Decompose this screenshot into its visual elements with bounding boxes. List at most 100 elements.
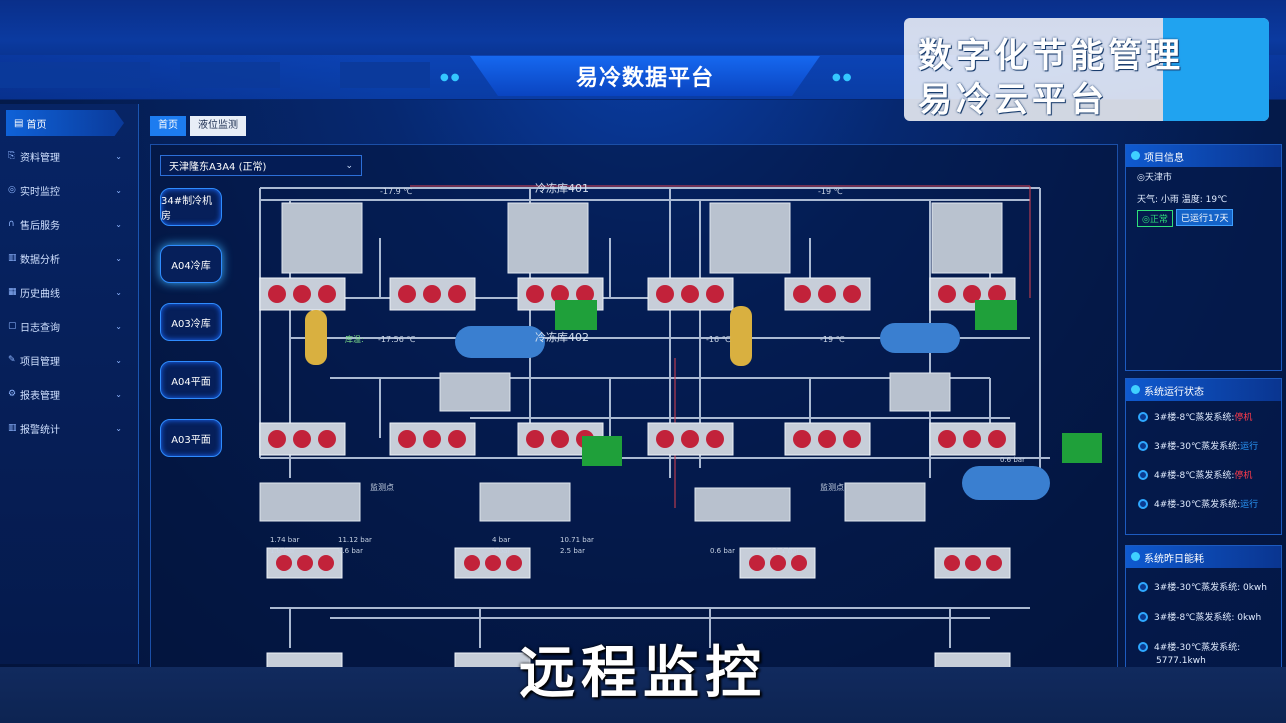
temp-readout-5: -19 ℃ (818, 187, 843, 196)
status-text: 3#楼-8℃蒸发系统: (1154, 413, 1235, 423)
pressure-11: 0.6 bar (1000, 456, 1025, 464)
sidebar-item-service[interactable]: ∩售后服务⌄ (8, 214, 128, 234)
site-select[interactable]: 天津隆东A3A4 (正常) ⌄ (160, 155, 362, 176)
promo-accent (1163, 18, 1269, 121)
evaporator-units (281, 202, 1003, 274)
room-label-401: 冷冻库401 (535, 181, 589, 195)
project-info-panel: 项目信息 (1125, 144, 1282, 371)
panel-dot-icon (1131, 385, 1140, 394)
system-status-title: 系统运行状态 (1144, 386, 1204, 398)
system-status-header: 系统运行状态 (1126, 379, 1281, 401)
status-state: 停机 (1234, 471, 1253, 481)
sidebar-item-label: 数据分析 (20, 254, 60, 266)
uptime-badge: 已运行17天 (1176, 209, 1234, 226)
energy-bullet-icon (1138, 581, 1148, 592)
sidebar-item-alarms[interactable]: ▥报警统计 ⌄ (8, 418, 128, 438)
project-info-header: 项目信息 (1126, 145, 1281, 167)
sidebar-item-label: 项目管理 (20, 356, 60, 368)
chevron-down-icon: ⌄ (115, 321, 122, 331)
header-deco-left (0, 62, 150, 88)
pressure-8: 2.5 bar (560, 547, 585, 555)
tab-home[interactable]: 首页 (150, 116, 186, 136)
sidebar-item-logs[interactable]: ▢日志查询 ⌄ (8, 316, 128, 336)
sidebar-home-label: 首页 (26, 119, 47, 131)
temp-readout-2: -17.56 ℃ (378, 335, 415, 344)
status-bullet-icon (1138, 440, 1148, 451)
status-row: 4#楼-8℃蒸发系统:停机 (1138, 468, 1252, 481)
chevron-down-icon: ⌄ (115, 185, 122, 195)
paperclip-icon: ⎘ (8, 151, 16, 161)
status-state: 运行 (1240, 500, 1259, 510)
energy-bullet-icon (1138, 641, 1148, 652)
status-row: 4#楼-30℃蒸发系统:运行 (1138, 497, 1258, 510)
header-deco-left2 (180, 62, 280, 88)
status-state: 停机 (1234, 413, 1253, 423)
sidebar-item-projects[interactable]: ✎ 项目管理 ⌄ (8, 350, 128, 370)
page-title: 易冷数据平台 (575, 66, 714, 91)
status-state: 运行 (1240, 442, 1259, 452)
energy-header: 系统昨日能耗 (1126, 546, 1281, 568)
room-button-a04-cold[interactable]: A04冷库 (160, 245, 222, 283)
bar-chart-icon: ▥ (8, 253, 17, 263)
pencil-icon: ✎ (8, 355, 16, 365)
panel-dot-icon (1131, 552, 1140, 561)
project-weather: 天气: 小雨 温度: 19℃ (1137, 195, 1228, 205)
sidebar-item-docs[interactable]: ⎘资料管理⌄ (8, 146, 128, 166)
sidebar-item-reports[interactable]: ⚙报表管理 ⌄ (8, 384, 128, 404)
room-button-a04-plan[interactable]: A04平面 (160, 361, 222, 399)
sidebar-item-label: 报表管理 (20, 390, 60, 402)
sidebar-item-label: 报警统计 (20, 424, 60, 436)
status-bullet-icon (1138, 498, 1148, 509)
gear-icon: ⚙ (8, 389, 17, 399)
energy-title: 系统昨日能耗 (1144, 553, 1204, 565)
site-select-value: 天津隆东A3A4 (正常) (169, 162, 267, 173)
sidebar-item-history[interactable]: ▦历史曲线⌄ (8, 282, 128, 302)
line-chart-icon: ▦ (8, 287, 17, 297)
room-button-a03-plan[interactable]: A03平面 (160, 419, 222, 457)
status-bullet-icon (1138, 411, 1148, 422)
status-row: 3#楼-8℃蒸发系统:停机 (1138, 410, 1252, 423)
headset-icon: ∩ (8, 219, 15, 229)
header-dots-right: ●● (832, 72, 854, 83)
tab-level-monitor[interactable]: 液位监测 (190, 116, 246, 136)
status-text: 4#楼-30℃蒸发系统: (1154, 500, 1241, 510)
promo-line-2: 易冷云平台 (918, 80, 1108, 120)
promo-overlay (904, 18, 1269, 121)
chevron-down-icon: ⌄ (115, 151, 122, 161)
sidebar-item-label: 实时监控 (20, 186, 60, 198)
bar-chart-icon: ▥ (8, 423, 17, 433)
home-icon: ▤ (14, 117, 24, 129)
sidebar-item-monitor[interactable]: ◎实时监控⌄ (8, 180, 128, 200)
monitor-point-label-2: 监测点 (820, 482, 844, 492)
status-text: 4#楼-8℃蒸发系统: (1154, 471, 1235, 481)
project-location: ◎天津市 (1137, 173, 1172, 183)
status-badge: ◎正常 (1137, 210, 1173, 227)
energy-panel: 系统昨日能耗 (1125, 545, 1282, 672)
pressure-4: 0.6 bar (338, 547, 363, 555)
energy-bullet-icon (1138, 611, 1148, 622)
chevron-down-icon: ⌄ (115, 423, 122, 433)
sidebar-item-home[interactable]: ▤ 首页 (6, 110, 124, 136)
room-button-a03-cold[interactable]: A03冷库 (160, 303, 222, 341)
sidebar-item-label: 日志查询 (20, 322, 60, 334)
pressure-10: 19.1 bar (770, 547, 800, 555)
monitor-point-label: 监测点 (370, 482, 394, 492)
energy-text: 3#楼-30℃蒸发系统: 0kwh (1154, 583, 1267, 593)
chevron-down-icon: ⌄ (115, 253, 122, 263)
energy-text: 3#楼-8℃蒸发系统: 0kwh (1154, 613, 1262, 623)
tanks (305, 306, 1050, 500)
fan-blades (268, 285, 1006, 571)
header-deco-left3 (340, 62, 430, 88)
room-button-34[interactable]: 34#制冷机房 (160, 188, 222, 226)
chevron-down-icon: ⌄ (115, 389, 122, 399)
video-caption: 远程监控 (519, 641, 767, 706)
chevron-down-icon: ⌄ (115, 355, 122, 365)
title-plate (470, 56, 820, 96)
header-dots-left: ●● (440, 72, 462, 83)
log-icon: ▢ (8, 321, 17, 331)
sidebar-item-analysis[interactable]: ▥数据分析 ⌄ (8, 248, 128, 268)
compressor-skids (259, 372, 951, 522)
kutemp-label: 库温: (345, 334, 364, 344)
project-info-title: 项目信息 (1144, 152, 1184, 164)
pressure-9: 0.6 bar (710, 547, 735, 555)
